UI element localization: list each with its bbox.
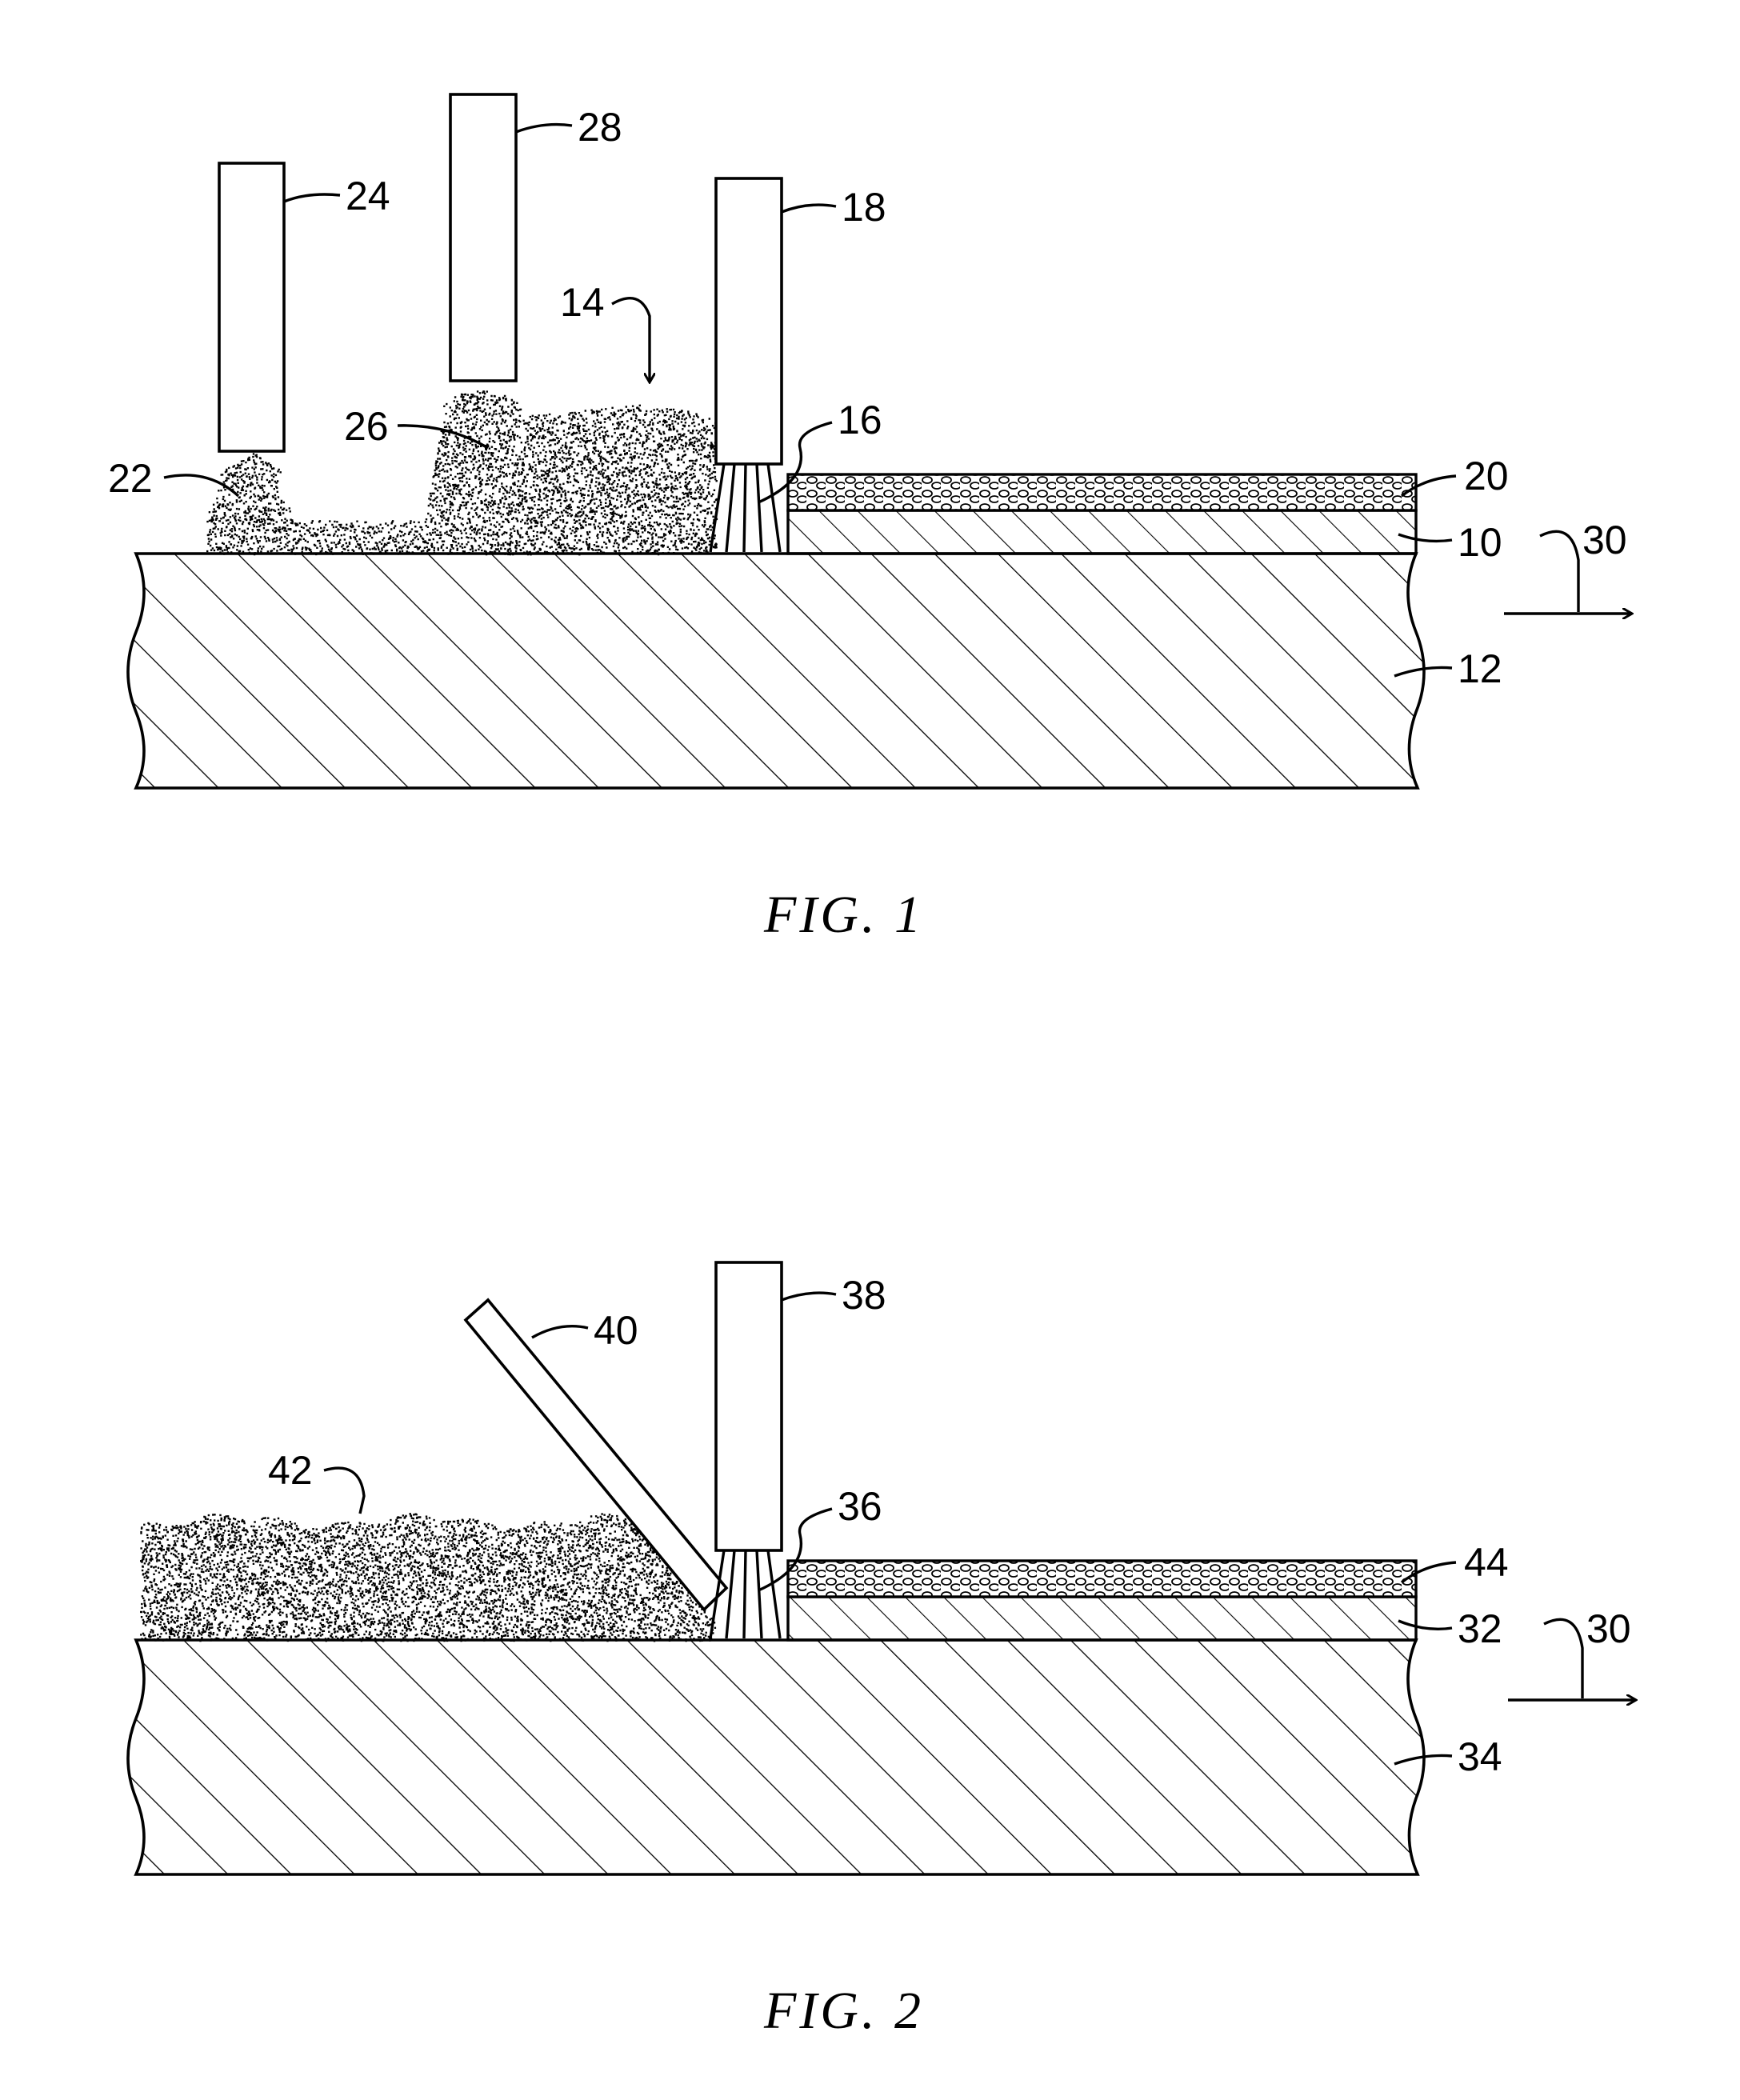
- label-14: 14: [560, 280, 605, 325]
- leader-14: [612, 298, 650, 382]
- label-40: 40: [594, 1308, 638, 1353]
- layer-10: [788, 510, 1416, 554]
- substrate-34: [128, 1640, 1424, 1874]
- label-28: 28: [578, 105, 622, 150]
- label-16: 16: [838, 398, 882, 442]
- deposit-44: [788, 1561, 1416, 1597]
- label-34: 34: [1458, 1734, 1502, 1779]
- label-30-fig1: 30: [1582, 518, 1627, 562]
- label-22: 22: [108, 456, 153, 501]
- direction-arrow-30-fig2: [1544, 1619, 1582, 1698]
- leader-40: [532, 1326, 588, 1338]
- label-36: 36: [838, 1484, 882, 1529]
- label-24: 24: [346, 174, 390, 218]
- heater-24: [219, 163, 284, 451]
- leader-18: [782, 205, 836, 212]
- label-20: 20: [1464, 454, 1509, 498]
- caption-fig-1: FIG. 1: [763, 886, 924, 944]
- heater-28: [450, 94, 516, 381]
- caption-fig-2: FIG. 2: [763, 1982, 924, 2040]
- powder-42: [140, 1513, 718, 1642]
- label-26: 26: [344, 404, 389, 449]
- label-42: 42: [268, 1448, 313, 1493]
- figure-1: 24 28 18 14 16 22 26 20 10 30 12 FIG. 1: [108, 94, 1632, 944]
- label-30-fig2: 30: [1586, 1606, 1631, 1651]
- label-38: 38: [842, 1273, 886, 1318]
- label-12: 12: [1458, 646, 1502, 691]
- leader-28: [516, 125, 572, 132]
- layer-32: [788, 1597, 1416, 1640]
- leader-42: [324, 1468, 364, 1514]
- leader-38: [782, 1293, 836, 1300]
- melt-pool-16-beams: [710, 464, 780, 552]
- label-18: 18: [842, 185, 886, 230]
- label-32: 32: [1458, 1606, 1502, 1651]
- heater-38: [716, 1262, 782, 1550]
- direction-arrow-30: [1540, 531, 1578, 612]
- label-10: 10: [1458, 520, 1502, 565]
- deposit-20: [788, 474, 1416, 510]
- heater-18: [716, 178, 782, 464]
- label-44: 44: [1464, 1540, 1509, 1585]
- figure-2: 38 40 42 36 44 32 30 34 FIG. 2: [128, 1262, 1636, 2040]
- leader-24: [284, 194, 340, 202]
- substrate-12: [128, 554, 1424, 788]
